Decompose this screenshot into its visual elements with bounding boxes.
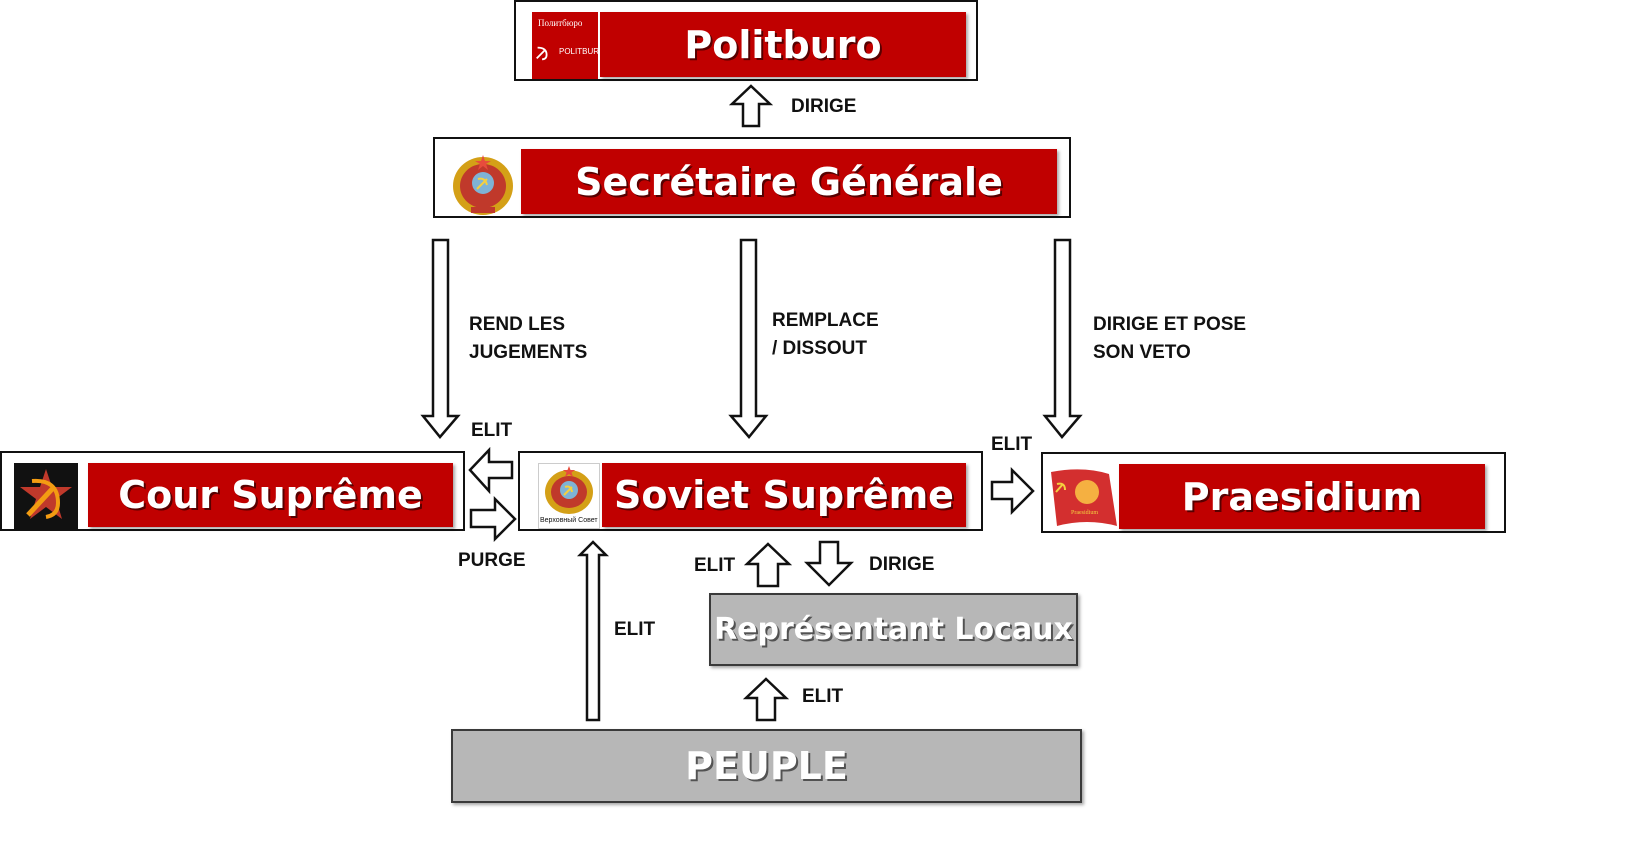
edge-label-dirige-local: DIRIGE (869, 554, 935, 575)
edge-label-elit-praesidium: ELIT (991, 434, 1033, 455)
edge-label-dirige-veto-1: DIRIGE ET POSE (1093, 314, 1247, 335)
cour-logo-icon (14, 463, 78, 529)
arrow-up-elit-peuple-local (742, 677, 790, 722)
politburo-logo-icon: Политбюро POLITBURO (532, 12, 598, 79)
edge-label-dirige-politburo: DIRIGE (791, 96, 857, 117)
node-peuple: PEUPLE (451, 729, 1082, 803)
edge-label-rend-jugements-1: REND LES (469, 314, 566, 335)
praesidium-label: Praesidium (1119, 464, 1485, 529)
lenin-banner-icon: Praesidium (1047, 466, 1121, 530)
node-politburo: Политбюро POLITBURO Politburo (514, 0, 978, 81)
arrow-down-praesidium (1042, 238, 1083, 439)
cour-label: Cour Suprême (88, 463, 453, 527)
arrow-up-elit-local (743, 542, 793, 588)
edge-label-elit-peuple-local: ELIT (802, 686, 844, 707)
node-soviet-supreme: Верховный Совет Soviet Suprême (518, 451, 983, 531)
hammer-sickle-icon (536, 46, 548, 61)
edge-label-elit-peuple-soviet: ELIT (614, 619, 656, 640)
state-emblem-icon (447, 149, 519, 219)
edge-label-elit-local: ELIT (694, 555, 736, 576)
node-secretaire-generale: Secrétaire Générale (433, 137, 1071, 218)
edge-label-elit-cour: ELIT (471, 420, 513, 441)
node-cour-supreme: Cour Suprême (0, 451, 465, 531)
arrow-down-dirige-local (803, 540, 855, 587)
arrow-down-soviet (728, 238, 769, 439)
state-emblem-icon (545, 466, 593, 514)
secretaire-label: Secrétaire Générale (521, 149, 1057, 214)
arrow-up-elit-peuple-soviet (576, 540, 610, 722)
soviet-emblem-icon: Верховный Совет (538, 463, 600, 529)
node-praesidium: Praesidium Praesidium (1041, 452, 1506, 533)
hammer-sickle-icon (20, 469, 72, 519)
edge-label-remplace-2: / DISSOUT (772, 338, 868, 359)
arrow-left-elit-cour (468, 446, 514, 495)
edge-label-remplace-1: REMPLACE (772, 310, 879, 331)
edge-label-purge: PURGE (458, 550, 526, 571)
arrow-right-purge (469, 495, 517, 543)
politburo-label: Politburo (600, 12, 966, 77)
soviet-label: Soviet Suprême (602, 463, 966, 527)
arrow-right-elit-praesidium (990, 466, 1035, 516)
node-representants-locaux: Représentant Locaux (709, 593, 1078, 666)
edge-label-dirige-veto-2: SON VETO (1093, 342, 1191, 363)
arrow-up-politburo (728, 84, 774, 128)
edge-label-rend-jugements-2: JUGEMENTS (469, 342, 588, 363)
arrow-down-cour (420, 238, 461, 439)
